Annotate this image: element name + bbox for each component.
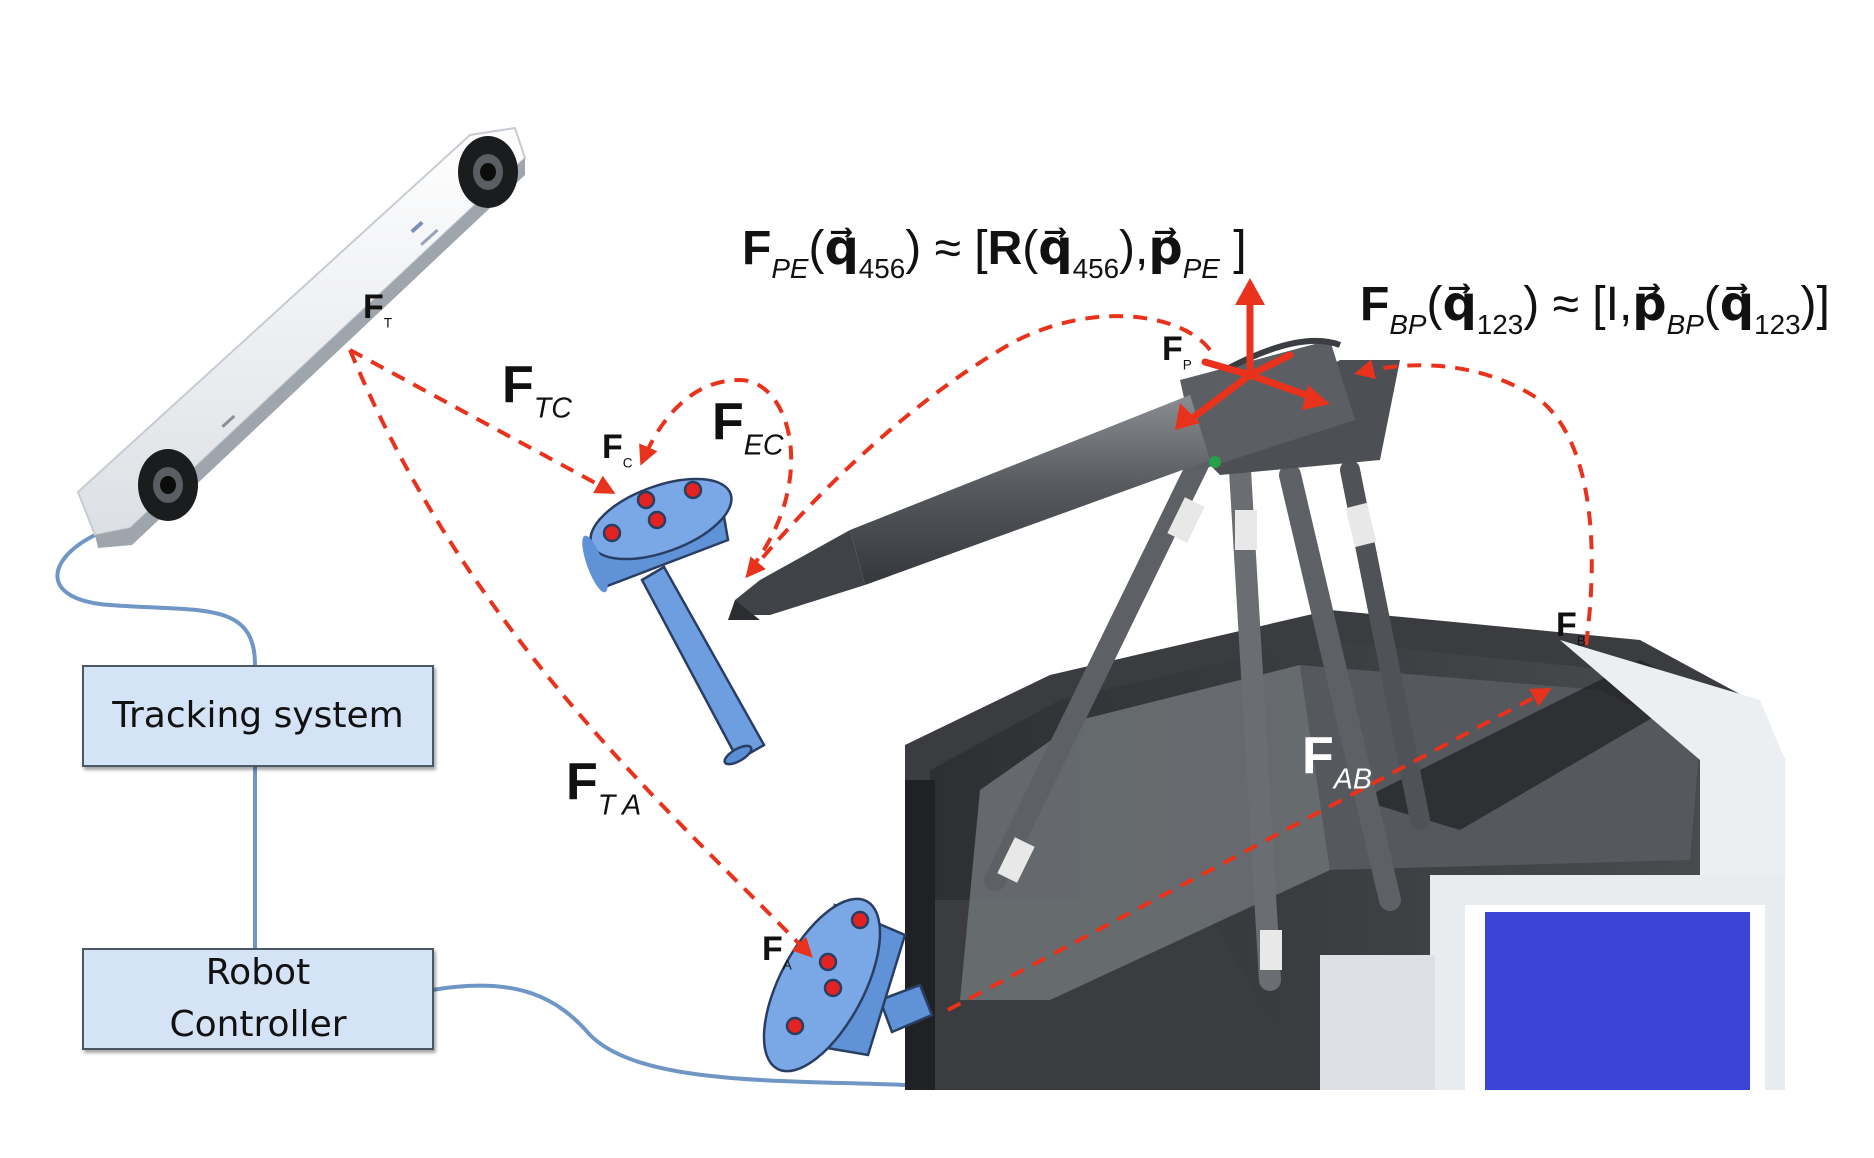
arrow-ftc bbox=[349, 348, 616, 494]
marker-sphere bbox=[823, 978, 843, 998]
arrow-fbp bbox=[1354, 359, 1594, 646]
robot-legs bbox=[984, 449, 1430, 991]
transform-label-fta: FT A bbox=[566, 753, 642, 822]
robot-controller-label-line1: Robot bbox=[205, 952, 311, 993]
equation-fpe: FPE(q⃗456) ≈ [R(q⃗456),p⃗PE ] bbox=[742, 222, 1247, 284]
tracking-system-label: Tracking system bbox=[112, 695, 404, 736]
transform-arrows bbox=[348, 314, 1594, 1012]
transform-label-ftc: FTC bbox=[502, 356, 572, 425]
transform-label-fec: FEC bbox=[712, 393, 784, 462]
robot-controller-box: Robot Controller bbox=[82, 948, 434, 1050]
robot-display-screen bbox=[1430, 875, 1785, 1090]
robot-controller-label-line2: Controller bbox=[169, 1004, 347, 1045]
marker-sphere bbox=[636, 490, 656, 510]
frame-label-b: FB bbox=[1556, 606, 1586, 649]
tool-marker-a bbox=[762, 897, 934, 1073]
equation-fbp: FBP(q⃗123) ≈ [I,p⃗BP(q⃗123)] bbox=[1360, 278, 1830, 340]
frame-label-c: FC bbox=[602, 428, 633, 471]
tool-marker-c bbox=[582, 477, 766, 766]
cables bbox=[55, 533, 906, 1087]
robot-arm bbox=[728, 337, 1400, 620]
marker-sphere bbox=[602, 523, 622, 543]
arrow-fec bbox=[639, 377, 794, 572]
arrow-fta bbox=[348, 349, 813, 958]
frame-label-a: FA bbox=[762, 930, 792, 973]
tracking-camera bbox=[76, 126, 527, 548]
tracking-system-box: Tracking system bbox=[82, 665, 434, 767]
frame-label-t: FT bbox=[363, 288, 393, 331]
frame-label-p: FP bbox=[1162, 330, 1192, 373]
cable-controller-to-robot bbox=[431, 983, 906, 1087]
robot-housing bbox=[905, 610, 1785, 1090]
transform-label-fab: FAB bbox=[1302, 727, 1372, 796]
marker-sphere bbox=[647, 510, 667, 530]
arrow-fab bbox=[947, 688, 1552, 1012]
marker-sphere bbox=[785, 1016, 805, 1036]
marker-sphere bbox=[683, 480, 703, 500]
arrow-fpe bbox=[745, 314, 1212, 579]
marker-sphere bbox=[818, 952, 838, 972]
marker-sphere bbox=[850, 910, 870, 930]
cable-camera-to-tracking bbox=[55, 533, 257, 666]
frame-p-axes-icon bbox=[1175, 278, 1330, 430]
